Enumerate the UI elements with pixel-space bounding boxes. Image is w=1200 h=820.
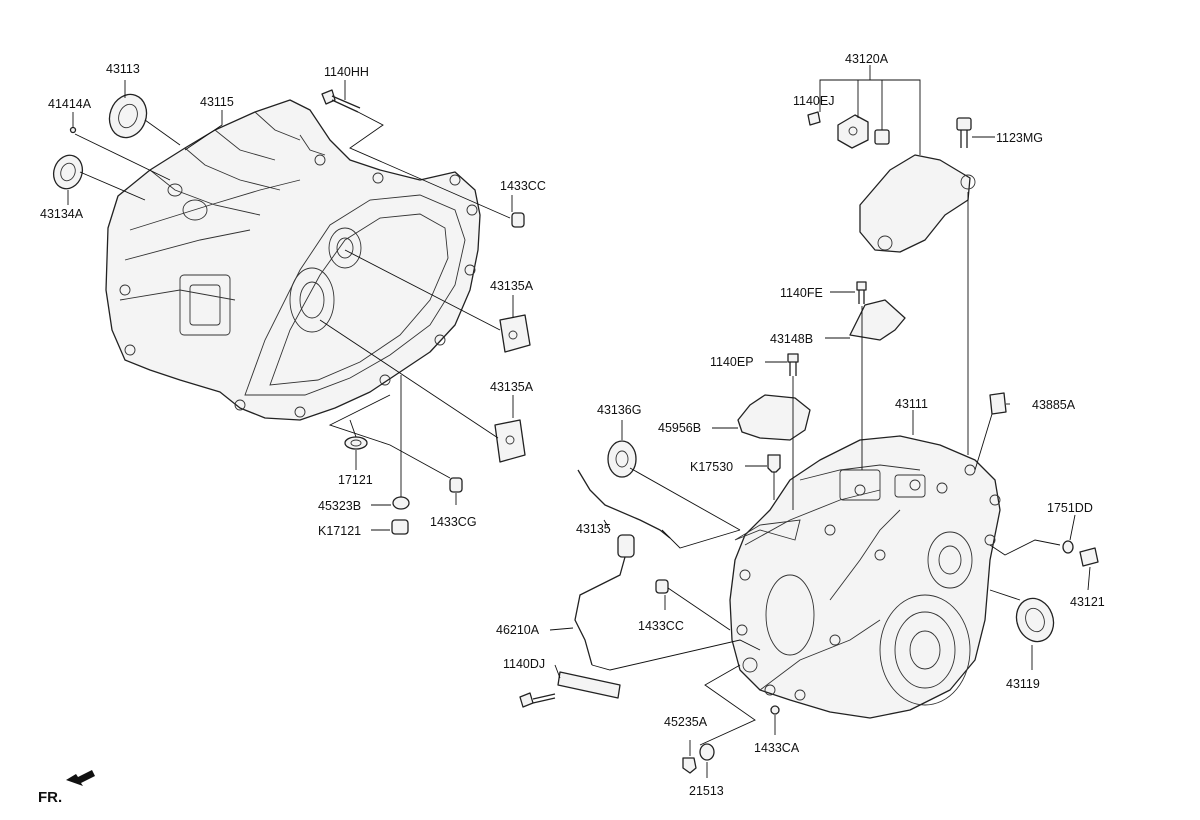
dowel-1433CC-bottom-drawing <box>655 579 669 594</box>
fr-arrow-icon <box>66 770 95 786</box>
label-45235A: 45235A <box>664 715 708 729</box>
label-K17530: K17530 <box>690 460 733 474</box>
label-K17121: K17121 <box>318 524 361 538</box>
label-43115: 43115 <box>200 95 234 109</box>
label-43120A: 43120A <box>845 52 889 66</box>
label-43885A: 43885A <box>1032 398 1076 412</box>
label-1433CA: 1433CA <box>754 741 800 755</box>
bolt-1123MG-drawing <box>956 117 972 148</box>
label-45956B: 45956B <box>658 421 701 435</box>
bracket-43148B-drawing <box>849 299 906 341</box>
label-43148B: 43148B <box>770 332 813 346</box>
label-1751DD: 1751DD <box>1047 501 1093 515</box>
label-1140EJ: 1140EJ <box>793 94 834 108</box>
bolt-1140FE-drawing <box>856 281 867 304</box>
label-46210A: 46210A <box>496 623 540 637</box>
label-43135: 43135 <box>576 522 611 536</box>
label-1433CC-top: 1433CC <box>500 179 546 193</box>
transaxle-case-drawing <box>729 435 1001 719</box>
plate-43135A-2-drawing <box>494 419 526 463</box>
pin-41414A-drawing <box>69 126 77 134</box>
bolt-1140HH-drawing <box>321 89 361 113</box>
oil-seal-43134A-drawing <box>52 154 84 190</box>
label-21513: 21513 <box>689 784 724 798</box>
label-1123MG: 1123MG <box>996 131 1043 145</box>
label-43113: 43113 <box>106 62 140 76</box>
label-1433CC-bottom: 1433CC <box>638 619 684 633</box>
plug-17121-drawing <box>344 436 368 450</box>
label-41414A: 41414A <box>48 97 92 111</box>
label-1140FE: 1140FE <box>780 286 823 300</box>
label-43135A-1: 43135A <box>490 279 534 293</box>
label-43119: 43119 <box>1006 677 1040 691</box>
label-43134A: 43134A <box>40 207 84 221</box>
clutch-housing-drawing <box>105 99 481 421</box>
label-43136G: 43136G <box>597 403 641 417</box>
oil-seal-43113-drawing <box>108 93 148 139</box>
label-43121: 43121 <box>1070 595 1105 609</box>
label-43111: 43111 <box>895 397 928 411</box>
plate-43135A-1-drawing <box>499 314 531 353</box>
label-1433CG: 1433CG <box>430 515 477 529</box>
breather-43885A-drawing <box>989 392 1007 415</box>
bolt-1140DJ-drawing <box>519 671 621 708</box>
seal-43136G-drawing <box>607 440 637 478</box>
oil-seal-43119-drawing <box>1015 597 1055 643</box>
label-1140DJ: 1140DJ <box>503 657 545 671</box>
plug-K17121-drawing <box>391 519 409 535</box>
shaft-43135-drawing <box>577 469 671 539</box>
label-1140EP: 1140EP <box>710 355 754 369</box>
plug-45235A-drawing <box>682 757 697 774</box>
fr-direction-label: FR. <box>38 789 62 806</box>
sensor-45956B-drawing <box>737 394 811 441</box>
label-45323B: 45323B <box>318 499 361 513</box>
label-1140HH: 1140HH <box>324 65 369 79</box>
label-43135A-2: 43135A <box>490 380 534 394</box>
dowel-1433CG-drawing <box>449 477 463 493</box>
dowel-1433CA-drawing <box>770 705 780 715</box>
sensor-46210A-drawing <box>574 534 635 666</box>
plug-K17530-drawing <box>767 454 781 473</box>
part-labels: 43113 41414A 43115 1140HH 43134A 1433CC … <box>38 52 1105 806</box>
label-17121: 17121 <box>338 473 373 487</box>
bracket-43120A-drawing <box>807 111 976 253</box>
bolt-1140EP-drawing <box>787 353 799 376</box>
washer-1751DD-drawing <box>1062 540 1074 554</box>
leader-lines <box>67 65 1091 778</box>
washer-45323B-drawing <box>392 496 410 510</box>
plug-43121-drawing <box>1079 547 1099 567</box>
washer-21513-drawing <box>699 743 715 761</box>
dowel-1433CC-top-drawing <box>511 212 525 228</box>
